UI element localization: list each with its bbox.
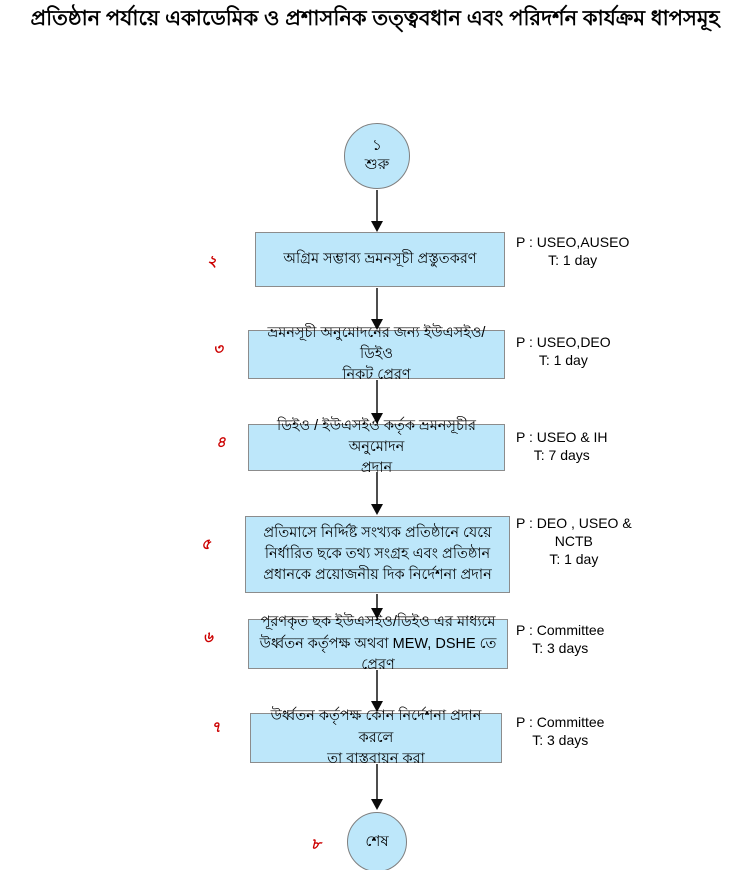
annotation-7-time: T: 3 days <box>532 732 589 749</box>
arrow-head-icon <box>371 504 383 515</box>
annotation-2-performer: P : USEO,AUSEO <box>516 234 630 250</box>
flow-arrow-2 <box>371 288 383 330</box>
process-box-5-line: নির্ধারিত ছকে তথ্য সংগ্রহ এবং প্রতিষ্ঠান <box>264 545 491 562</box>
process-box-2: অগ্রিম সম্ভাব্য ভ্রমনসূচী প্রস্তুতকরণ <box>255 232 505 287</box>
arrow-shaft <box>376 288 378 319</box>
annotation-4-performer: P : USEO & IH <box>516 429 608 445</box>
end-node: শেষ <box>347 812 407 870</box>
step-number-5: ৫ <box>201 536 211 553</box>
annotation-5-time: T: 1 day <box>549 551 599 568</box>
process-box-5-line: প্রতিমাসে নির্দ্দিষ্ট সংখ্যক প্রতিষ্ঠানে… <box>263 524 492 541</box>
start-node-number: ১ <box>372 137 382 155</box>
step-number-8: ৮ <box>311 836 321 853</box>
process-box-5: প্রতিমাসে নির্দ্দিষ্ট সংখ্যক প্রতিষ্ঠানে… <box>245 516 510 593</box>
annotation-2-time: T: 1 day <box>548 252 598 269</box>
process-box-7-line: তা বাস্তবায়ন করা <box>327 750 425 767</box>
process-box-3-line: নিকট প্রেরণ <box>342 367 411 384</box>
step-number-7: ৭ <box>211 719 221 736</box>
step-number-3: ৩ <box>213 341 223 358</box>
annotation-7: P : Committee T: 3 days <box>516 713 604 749</box>
annotation-3-time: T: 1 day <box>538 352 588 369</box>
start-node: ১ শুরু <box>344 123 410 189</box>
flow-arrow-5 <box>371 594 383 619</box>
annotation-3: P : USEO,DEO T: 1 day <box>516 333 611 369</box>
annotation-2: P : USEO,AUSEO T: 1 day <box>516 233 629 269</box>
arrow-head-icon <box>371 319 383 330</box>
flow-arrow-6 <box>371 670 383 712</box>
annotation-6-time: T: 3 days <box>532 640 589 657</box>
process-box-4-line: ডিইও / ইউএসইও কর্তৃক ভ্রমনসূচীর অনুমোদন <box>277 417 476 455</box>
arrow-head-icon <box>371 799 383 810</box>
arrow-head-icon <box>371 221 383 232</box>
flow-arrow-4 <box>371 472 383 515</box>
annotation-6-performer: P : Committee <box>516 622 605 638</box>
annotation-4: P : USEO & IH T: 7 days <box>516 428 608 464</box>
process-box-2-line: অগ্রিম সম্ভাব্য ভ্রমনসূচী প্রস্তুতকরণ <box>283 250 477 267</box>
process-box-4: ডিইও / ইউএসইও কর্তৃক ভ্রমনসূচীর অনুমোদন … <box>248 418 505 476</box>
process-box-7: উর্ধ্বতন কর্তৃপক্ষ কোন নির্দেশনা প্রদান … <box>250 708 502 767</box>
process-box-7-line: উর্ধ্বতন কর্তৃপক্ষ কোন নির্দেশনা প্রদান … <box>270 708 482 746</box>
flow-arrow-1 <box>371 190 383 232</box>
arrow-head-icon <box>371 608 383 619</box>
annotation-5-performer-extra: NCTB <box>554 533 593 550</box>
step-number-4: ৪ <box>216 434 226 451</box>
arrow-shaft <box>376 380 378 413</box>
process-box-6: পূরণকৃত ছক ইউএসইও/ডিইও এর মাধ্যমে উর্ধ্ব… <box>248 614 508 673</box>
arrow-shaft <box>376 764 378 799</box>
page-title: প্রতিষ্ঠান পর্যায়ে একাডেমিক ও প্রশাসনিক… <box>30 7 720 30</box>
flow-arrow-3 <box>371 380 383 424</box>
process-box-5-line: প্রধানকে প্রয়োজনীয় দিক নির্দেশনা প্রদা… <box>263 567 492 583</box>
step-number-2: ২ <box>207 253 217 270</box>
start-node-label: শুরু <box>364 156 390 173</box>
annotation-3-performer: P : USEO,DEO <box>516 334 611 350</box>
end-node-label: শেষ <box>365 832 389 850</box>
process-box-3: ভ্রমনসূচী অনুমোদনের জন্য ইউএসইও/ডিইও নিক… <box>248 325 505 383</box>
process-box-3-line: ভ্রমনসূচী অনুমোদনের জন্য ইউএসইও/ডিইও <box>267 324 486 362</box>
process-box-6-line: পূরণকৃত ছক ইউএসইও/ডিইও এর মাধ্যমে <box>260 614 496 631</box>
arrow-shaft <box>376 190 378 221</box>
annotation-7-performer: P : Committee <box>516 714 605 730</box>
arrow-shaft <box>376 594 378 608</box>
process-box-6-line: উর্ধ্বতন কর্তৃপক্ষ অথবা MEW, DSHE তে প্র… <box>259 635 497 673</box>
arrow-head-icon <box>371 413 383 424</box>
process-box-4-line: প্রদান <box>360 460 393 477</box>
flow-arrow-7 <box>371 764 383 810</box>
arrow-shaft <box>376 670 378 701</box>
annotation-4-time: T: 7 days <box>533 447 590 464</box>
annotation-6: P : Committee T: 3 days <box>516 621 604 657</box>
annotation-5-performer: P : DEO , USEO & <box>516 515 632 531</box>
arrow-shaft <box>376 472 378 504</box>
arrow-head-icon <box>371 701 383 712</box>
annotation-5: P : DEO , USEO & NCTB T: 1 day <box>516 514 632 569</box>
step-number-6: ৬ <box>203 629 213 646</box>
